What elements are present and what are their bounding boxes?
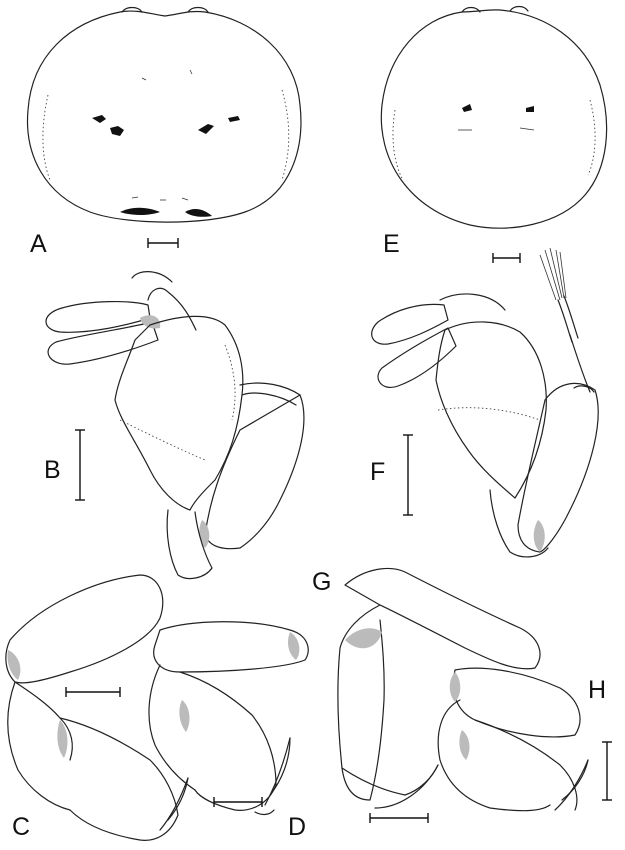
panel-g-drawing xyxy=(337,567,541,823)
panel-label-f: F xyxy=(370,458,385,486)
panel-d-drawing xyxy=(148,621,309,816)
panel-label-b: B xyxy=(44,456,61,484)
panel-c-drawing xyxy=(5,574,189,841)
panel-a-drawing xyxy=(26,6,302,248)
main-segment-f xyxy=(435,321,547,499)
carapace-a-outline xyxy=(26,10,302,223)
panel-label-d: D xyxy=(288,813,306,841)
spot xyxy=(92,115,106,123)
panel-b-drawing xyxy=(45,271,305,580)
panel-label-a: A xyxy=(30,230,47,258)
panel-label-c: C xyxy=(12,813,30,841)
panel-label-e: E xyxy=(383,230,400,258)
panel-h-drawing xyxy=(437,667,612,812)
panel-e-drawing xyxy=(380,5,608,263)
panel-label-g: G xyxy=(312,568,331,596)
carapace-e-outline xyxy=(380,9,608,229)
setae xyxy=(539,247,567,301)
panel-label-h: H xyxy=(588,676,606,704)
main-segment-b xyxy=(114,315,244,511)
panel-f-drawing xyxy=(371,247,599,558)
